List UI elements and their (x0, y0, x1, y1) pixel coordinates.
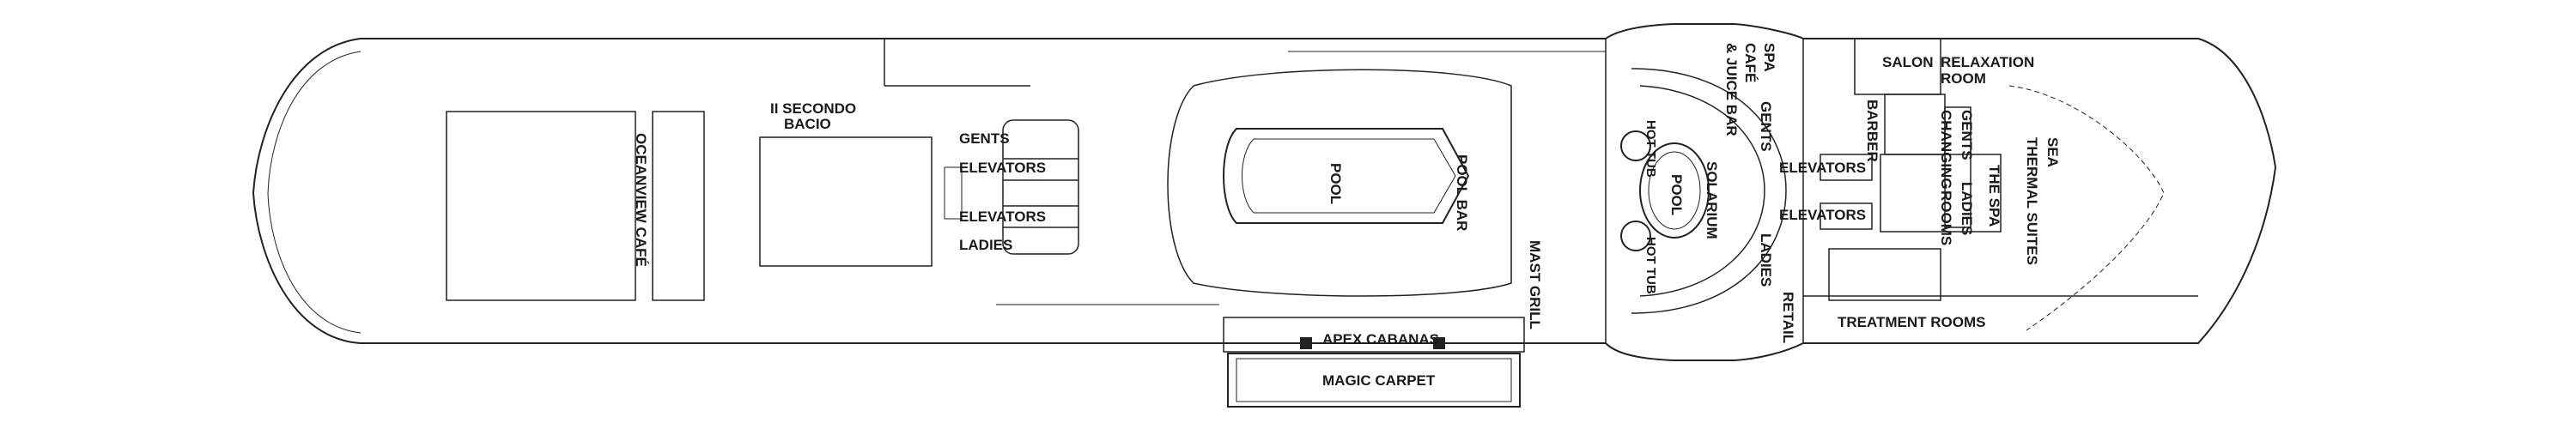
inner-bow-line (267, 51, 361, 334)
oceanview-cafe-hall (446, 111, 636, 301)
pool-deck-oval (1167, 69, 1512, 297)
ladies-fwd-label: LADIES (959, 237, 1013, 253)
solarium-pool (1639, 142, 1710, 239)
solarium-enclosure (1605, 39, 1787, 343)
apex-cabanas-label: APEX CABANAS (1322, 331, 1440, 347)
pool-bar-label: POOL BAR (1454, 154, 1470, 232)
ladies-changing-label: LADIES (1959, 182, 1975, 236)
hot-tub-1-label: HOT TUB (1643, 120, 1658, 178)
gents-fwd-label: GENTS (959, 130, 1010, 147)
il-secondo-bacio-label: II SECONDO (770, 100, 857, 117)
sea-thermal-suites-label: SEA (2044, 137, 2061, 167)
changing-rooms-label: CHANGING (1938, 110, 1954, 190)
gents-changing-label: GENTS (1959, 110, 1975, 160)
oceanview-cafe-label: OCEANVIEW CAFÉ (633, 133, 649, 267)
elevators-fwd-2-label: ELEVATORS (959, 208, 1047, 225)
apex-cabanas-area (1223, 317, 1525, 353)
elevators-aft-2-label: ELEVATORS (1779, 207, 1867, 223)
main-pool (1223, 128, 1470, 224)
hot-tub-2 (1620, 221, 1651, 251)
gents-aft-label: GENTS (1758, 101, 1774, 152)
elevators-fwd-1-label: ELEVATORS (959, 160, 1047, 176)
hot-tub-2-label: HOT TUB (1643, 237, 1658, 294)
magic-carpet-label: MAGIC CARPET (1322, 372, 1436, 389)
ladies-aft-label: LADIES (1758, 233, 1774, 287)
relaxation-room-label-2: ROOM (1941, 70, 1986, 87)
il-secondo-bacio-label-2: BACIO (784, 116, 831, 132)
spa-cafe-label-2: CAFÉ (1742, 43, 1759, 83)
sea-thermal-suites-label-2: THERMAL SUITES (2024, 137, 2040, 265)
the-spa-label: THE SPA (1986, 165, 2002, 227)
solarium-label: SOLARIUM (1704, 161, 1720, 239)
hull-outline (252, 23, 2277, 361)
changing-rooms-label-2: ROOMS (1938, 190, 1954, 246)
spa-cafe-label-3: & JUICE BAR (1723, 43, 1740, 136)
treatment-rooms-label: TREATMENT ROOMS (1838, 314, 1986, 330)
hot-tub-1 (1620, 130, 1651, 161)
spa-cafe-label: SPA (1761, 43, 1777, 72)
magic-carpet-platform (1227, 353, 1521, 408)
retail-label: RETAIL (1780, 292, 1796, 344)
relaxation-room-label: RELAXATION (1941, 54, 2035, 70)
elevators-aft-1-label: ELEVATORS (1779, 160, 1867, 176)
barber-label: BARBER (1864, 100, 1880, 162)
main-pool-label: POOL (1327, 163, 1344, 205)
mast-grill-label: MAST GRILL (1527, 240, 1543, 329)
salon-label: SALON (1882, 54, 1934, 70)
solarium-pool-label: POOL (1668, 174, 1685, 216)
